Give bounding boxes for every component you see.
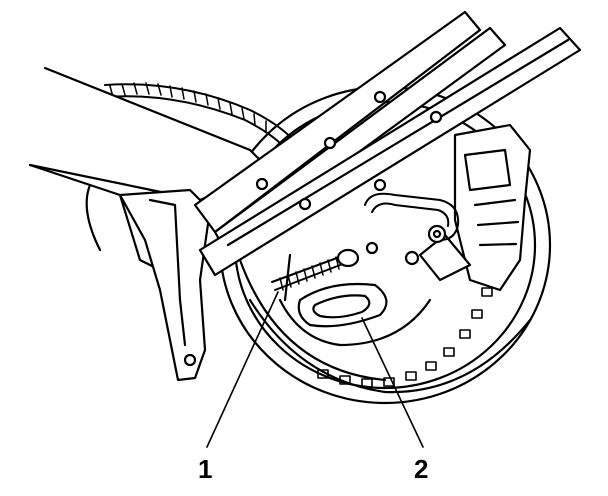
leader-line-1 bbox=[206, 291, 279, 448]
backing-plate-detail bbox=[278, 250, 432, 347]
backing-plate-holes bbox=[317, 265, 499, 388]
brake-caliper bbox=[418, 123, 532, 292]
brake-hose bbox=[104, 82, 301, 156]
access-slot bbox=[297, 282, 388, 328]
leader-line-2 bbox=[361, 317, 424, 448]
callout-2: 2 bbox=[414, 454, 428, 484]
axle-housing bbox=[28, 66, 272, 292]
leader-lines bbox=[206, 291, 424, 448]
callout-1: 1 bbox=[198, 454, 212, 484]
frame-rail bbox=[193, 10, 582, 277]
mounting-bracket bbox=[118, 188, 212, 382]
brake-line bbox=[364, 192, 460, 244]
